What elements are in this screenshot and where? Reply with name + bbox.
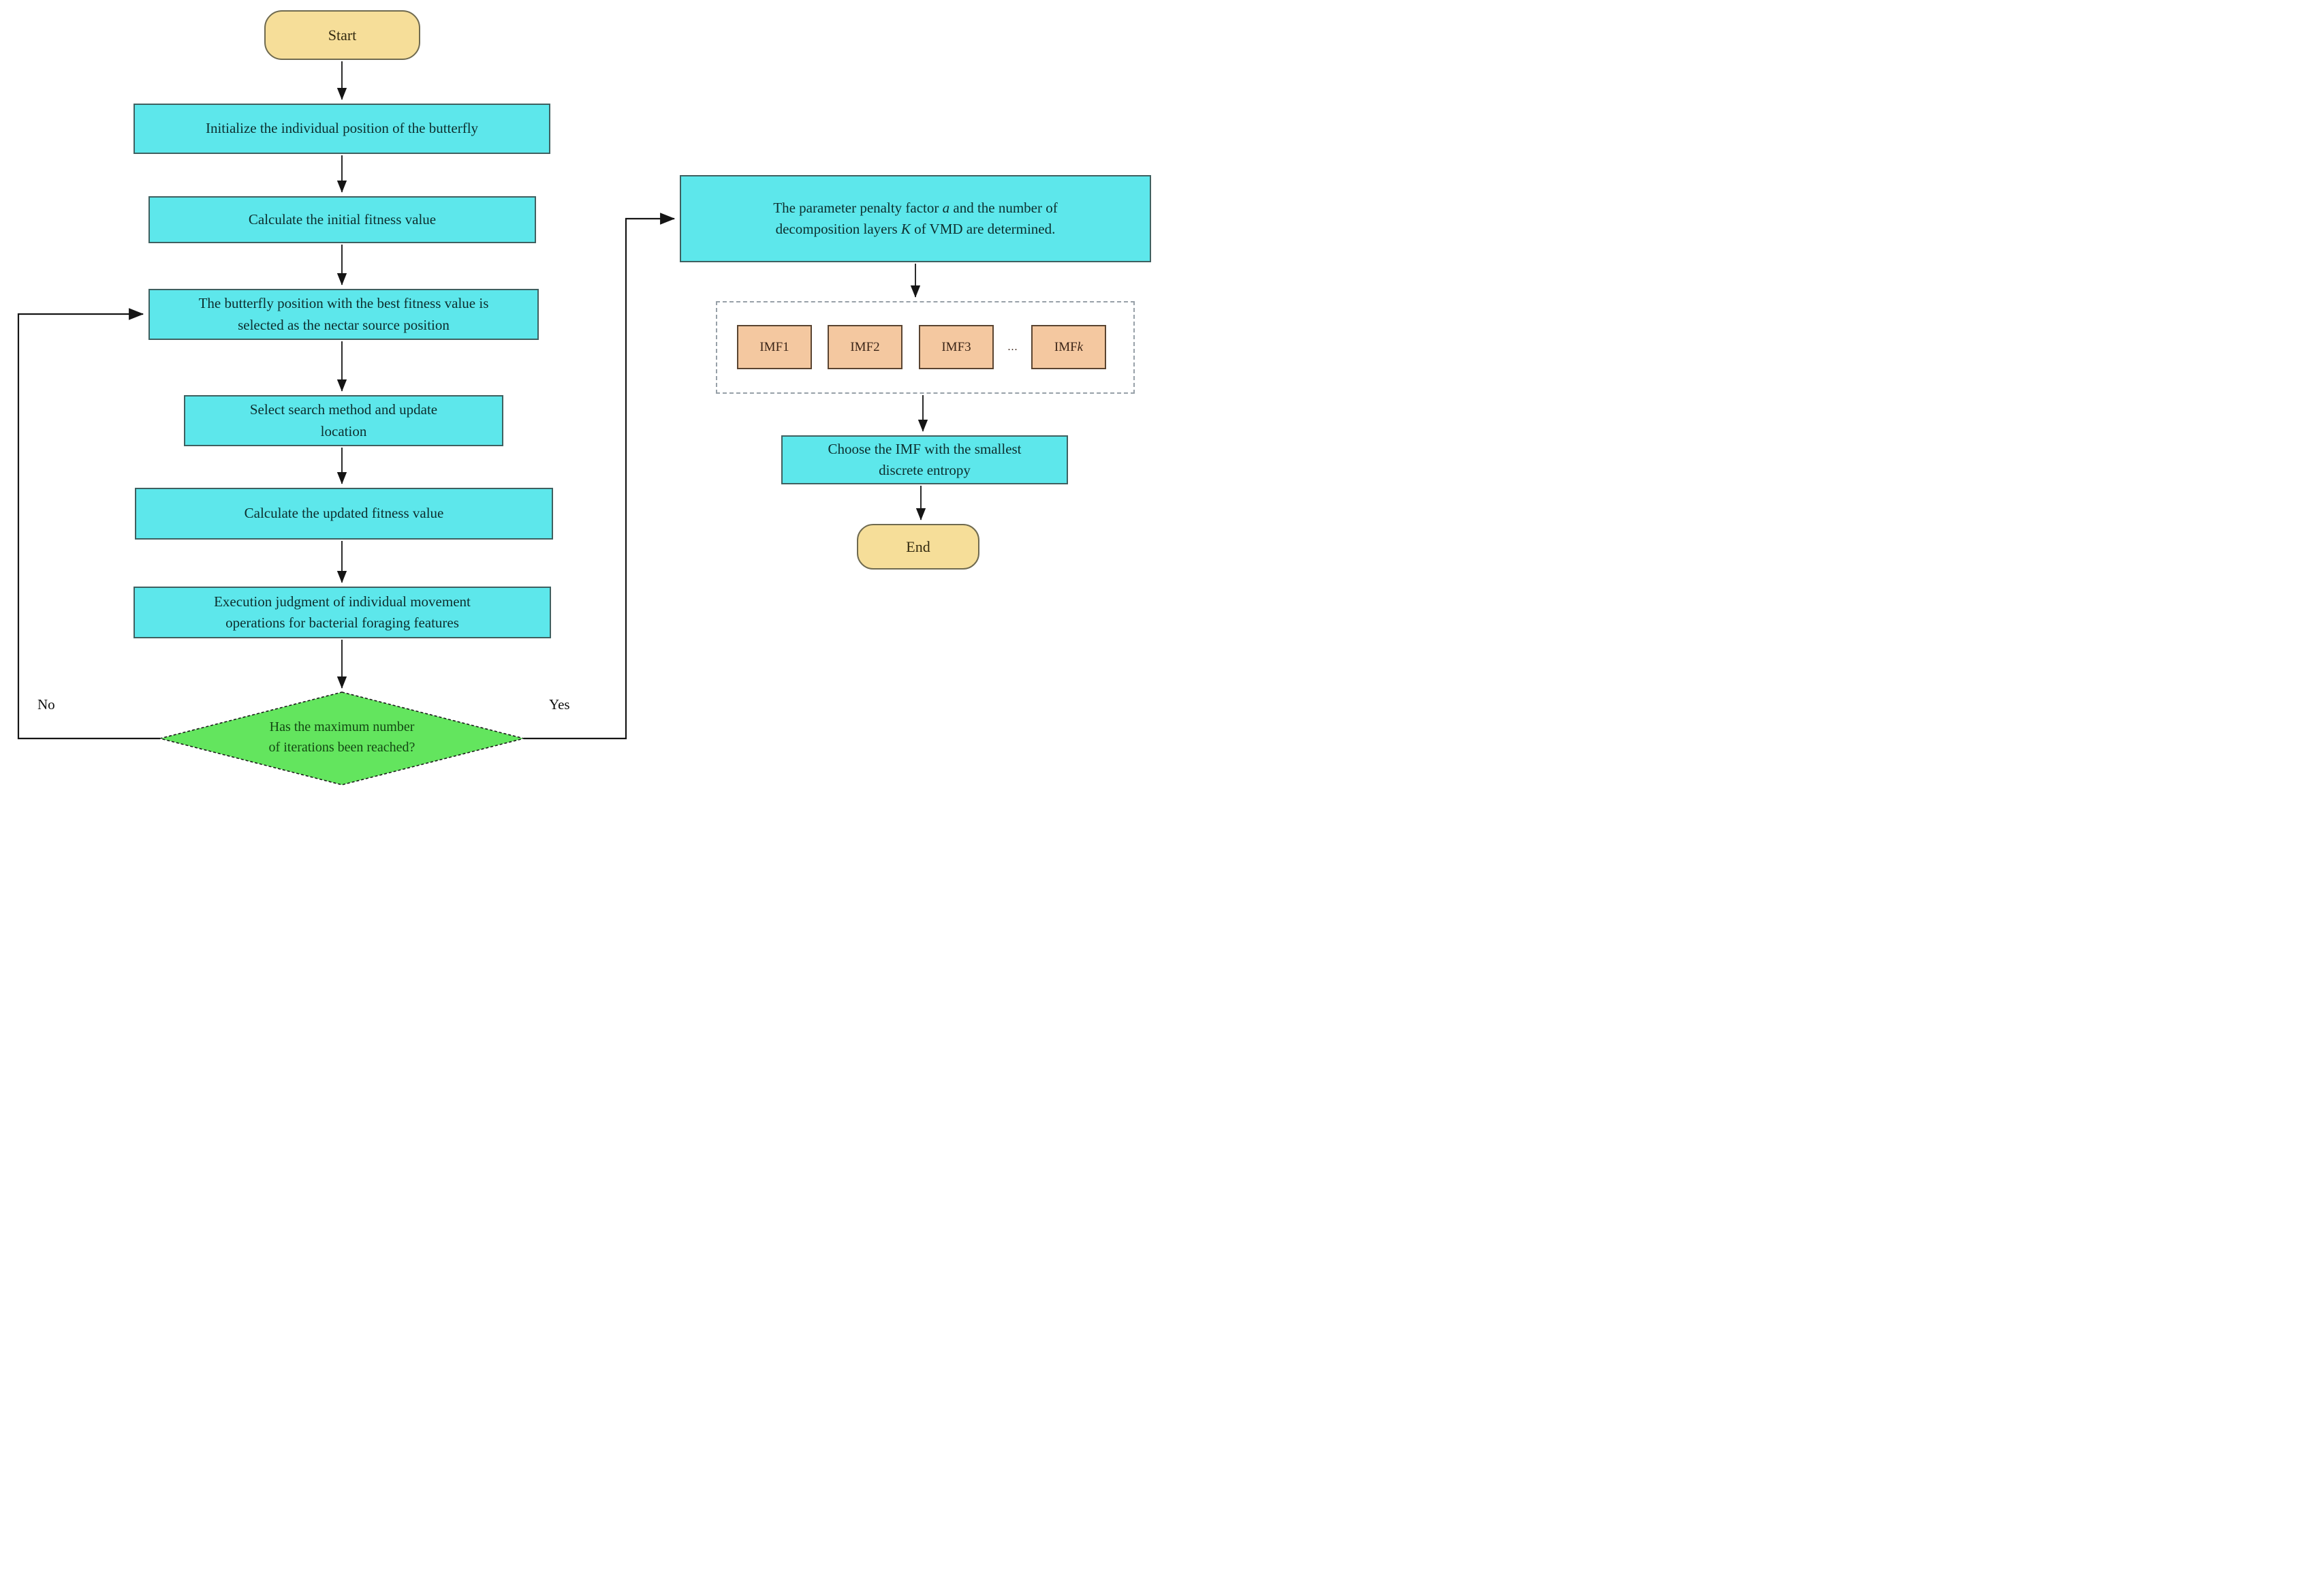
- penalty-factor-symbol: a: [942, 199, 950, 216]
- vmd-parameters-line2: decomposition layers K of VMD are determ…: [776, 219, 1056, 240]
- imf-group-container: [716, 301, 1135, 394]
- best-position-box: The butterfly position with the best fit…: [148, 289, 539, 340]
- choose-imf-line2: discrete entropy: [879, 462, 971, 478]
- decomposition-layers-symbol: K: [900, 221, 911, 237]
- init-position-box: Initialize the individual position of th…: [134, 104, 550, 154]
- imf1-label: IMF1: [759, 339, 789, 354]
- yes-branch-label: Yes: [549, 696, 570, 713]
- vmd-parameters-line1: The parameter penalty factor a and the n…: [773, 198, 1058, 219]
- imfk-prefix: IMF: [1054, 339, 1078, 354]
- vmd-parameters-line2-text: decomposition layers: [775, 221, 901, 237]
- select-search-line1: Select search method and update: [249, 401, 438, 418]
- vmd-parameters-line1-text: The parameter penalty factor: [773, 199, 943, 216]
- decision-question-line2: of iterations been reached?: [268, 740, 415, 755]
- imf2-label: IMF2: [850, 339, 880, 354]
- vmd-parameters-box: The parameter penalty factor a and the n…: [680, 175, 1151, 262]
- execution-judgment-line1: Execution judgment of individual movemen…: [214, 593, 471, 610]
- imfk-box: IMFk: [1031, 325, 1106, 369]
- imfk-label: IMFk: [1054, 340, 1083, 355]
- select-search-line2: location: [320, 422, 367, 439]
- calc-initial-fitness-box: Calculate the initial fitness value: [148, 196, 536, 243]
- no-branch-label: No: [37, 696, 55, 713]
- decision-question-line1: Has the maximum number: [269, 719, 415, 734]
- decision-question: Has the maximum number of iterations bee…: [226, 717, 458, 758]
- choose-imf-line1: Choose the IMF with the smallest: [828, 440, 1022, 457]
- select-search-box: Select search method and update location: [184, 395, 503, 446]
- flowchart-canvas: Start Initialize the individual position…: [0, 0, 1162, 794]
- calc-updated-fitness-label: Calculate the updated fitness value: [244, 505, 444, 522]
- execution-judgment-line2: operations for bacterial foraging featur…: [225, 614, 459, 631]
- execution-judgment-box: Execution judgment of individual movemen…: [134, 587, 551, 638]
- imf3-box: IMF3: [919, 325, 994, 369]
- calc-updated-fitness-box: Calculate the updated fitness value: [135, 488, 553, 540]
- imf1-box: IMF1: [737, 325, 812, 369]
- best-position-line2: selected as the nectar source position: [238, 316, 450, 333]
- start-label: Start: [328, 26, 357, 44]
- end-label: End: [906, 538, 930, 555]
- end-terminal: End: [857, 524, 979, 570]
- imf-ellipsis: ...: [1007, 341, 1018, 353]
- vmd-parameters-line2-text2: of VMD are determined.: [910, 221, 1056, 237]
- best-position-line1: The butterfly position with the best fit…: [198, 295, 489, 311]
- imf2-box: IMF2: [828, 325, 902, 369]
- imf3-label: IMF3: [941, 339, 971, 354]
- imfk-symbol: k: [1077, 339, 1084, 354]
- choose-imf-box: Choose the IMF with the smallest discret…: [781, 435, 1068, 484]
- init-position-label: Initialize the individual position of th…: [205, 120, 479, 137]
- start-terminal: Start: [264, 10, 420, 60]
- yes-branch-line: [524, 213, 676, 740]
- calc-initial-fitness-label: Calculate the initial fitness value: [248, 211, 437, 228]
- vmd-parameters-line1-text2: and the number of: [949, 199, 1058, 216]
